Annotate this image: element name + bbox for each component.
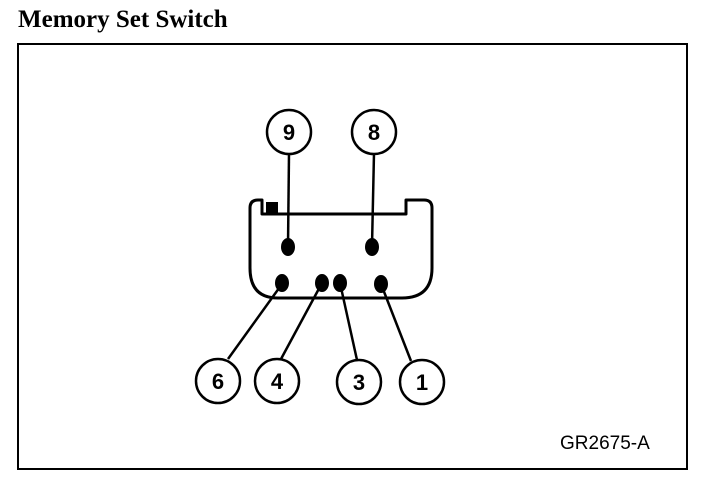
leader-line-1 [379,283,413,362]
connector-key-tab [266,202,278,214]
pin-dot-3 [333,274,347,292]
pin-label-9: 9 [283,120,295,145]
pin-callout-3 [335,358,383,406]
diagram-frame [17,43,688,470]
leader-line-6 [226,283,284,360]
pin-callout-6 [194,357,242,405]
diagram-title: Memory Set Switch [18,6,228,33]
pin-label-6: 6 [212,369,224,394]
pin-label-3: 3 [353,370,365,395]
pin-dot-4 [315,274,329,292]
connector-housing [248,198,434,300]
pin-callout-1 [398,358,446,406]
leader-line-4 [279,282,324,360]
leader-line-3 [338,282,359,361]
pin-callout-9 [265,108,313,156]
pin-label-1: 1 [416,370,428,395]
figure-code: GR2675-A [560,433,650,454]
leader-line-9 [286,152,291,247]
pin-callout-4 [253,357,301,405]
leader-line-8 [370,152,376,247]
pin-label-4: 4 [271,369,284,394]
pin-dot-1 [374,275,388,293]
pin-dot-6 [275,274,289,292]
pin-dot-8 [365,238,379,256]
pin-label-8: 8 [368,120,380,145]
pin-dot-9 [281,238,295,256]
pin-callout-8 [350,108,398,156]
